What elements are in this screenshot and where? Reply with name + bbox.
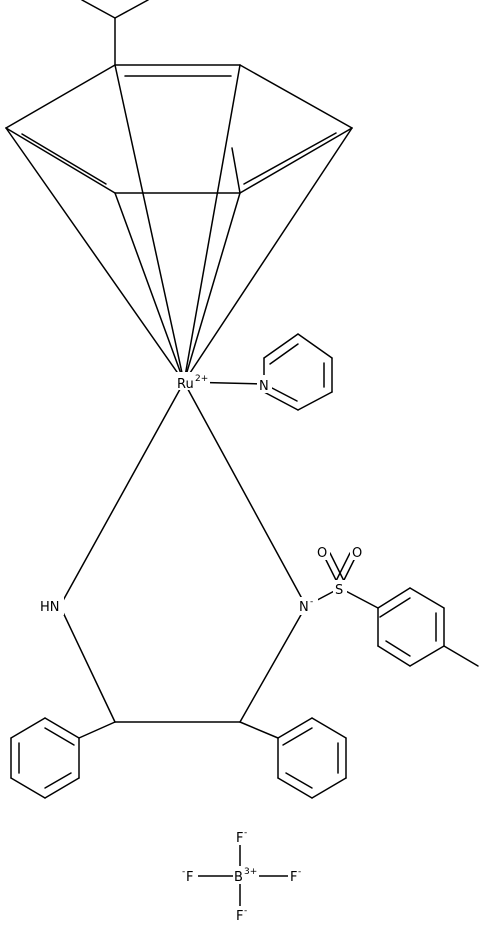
fluorine-top-symbol: F bbox=[236, 831, 243, 846]
pyridine-ligand bbox=[183, 333, 333, 411]
methyl-group bbox=[231, 147, 241, 194]
boron-charge: 3+ bbox=[244, 867, 257, 877]
ruthenium-charge: 2+ bbox=[195, 374, 208, 384]
fluorine-left-symbol: F bbox=[186, 870, 193, 885]
fluorine-top-charge: - bbox=[244, 828, 247, 838]
fluorine-left-charge: - bbox=[182, 867, 185, 877]
atom-fluorine-bottom: F - bbox=[234, 906, 250, 924]
oxygen-right-symbol: O bbox=[352, 546, 362, 561]
arene-ring bbox=[5, 64, 353, 194]
oxygen-left-symbol: O bbox=[317, 546, 327, 561]
isopropyl-group bbox=[81, 0, 149, 66]
ruthenium-symbol: Ru bbox=[177, 377, 194, 392]
fluorine-right-symbol: F bbox=[290, 870, 297, 885]
tolyl-ring bbox=[377, 587, 479, 667]
pyridine-nitrogen-symbol: N bbox=[259, 379, 269, 394]
atom-fluorine-right: F - bbox=[288, 867, 306, 885]
atom-fluorine-top: F - bbox=[234, 828, 250, 846]
atom-ruthenium: Ru 2+ bbox=[174, 372, 210, 392]
sulfonamide-nitrogen-charge: - bbox=[310, 597, 313, 607]
atom-boron: B 3+ bbox=[233, 866, 259, 885]
atom-oxygen-right: O bbox=[350, 543, 365, 561]
fluorine-right-charge: - bbox=[298, 867, 301, 877]
arene-coordination-bonds bbox=[5, 64, 353, 383]
atom-sulfur: S bbox=[333, 580, 347, 598]
fluorine-bottom-charge: - bbox=[244, 906, 247, 916]
diamine-chelate bbox=[59, 381, 307, 723]
right-phenyl-ring bbox=[239, 717, 347, 799]
fluorine-bottom-symbol: F bbox=[236, 909, 243, 924]
left-phenyl-ring bbox=[10, 717, 116, 799]
atom-sulfonamide-nitrogen: N - bbox=[296, 597, 318, 615]
atom-fluorine-left: - F bbox=[180, 867, 198, 885]
amine-nitrogen-symbol: HN bbox=[40, 600, 60, 615]
atom-amine-nitrogen: HN bbox=[39, 597, 64, 615]
atom-pyridine-nitrogen: N bbox=[257, 375, 272, 394]
sulfonamide-nitrogen-symbol: N bbox=[299, 600, 309, 615]
atom-oxygen-left: O bbox=[315, 543, 330, 561]
boron-symbol: B bbox=[234, 870, 243, 885]
sulfur-symbol: S bbox=[335, 583, 343, 598]
